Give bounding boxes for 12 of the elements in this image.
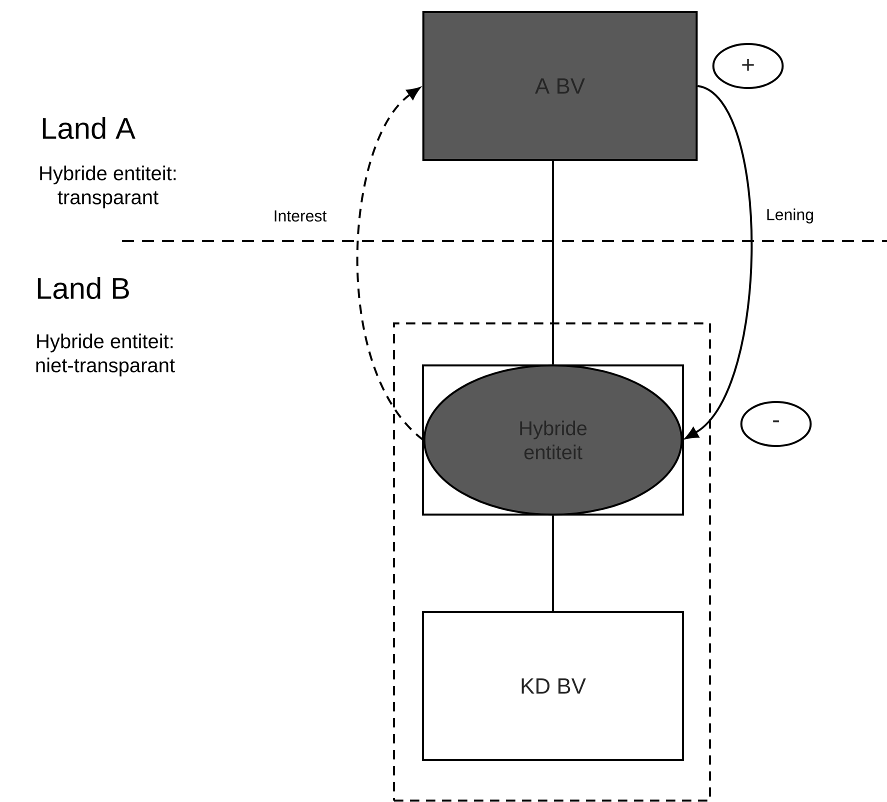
arrow xyxy=(684,85,753,440)
connector-line xyxy=(552,516,554,611)
edge-label: Interest xyxy=(272,209,328,223)
connector-line xyxy=(552,161,554,364)
arrow xyxy=(356,87,424,441)
region-title: Land A xyxy=(42,116,136,140)
edge-label: Lening xyxy=(764,207,816,225)
company-box: KD BV xyxy=(422,611,684,761)
region-description: Hybride entiteit: transparant xyxy=(40,166,176,208)
region-description: Hybride entiteit: niet-transparant xyxy=(36,334,175,376)
group-box xyxy=(393,322,711,802)
region-title: Land B xyxy=(38,276,129,300)
